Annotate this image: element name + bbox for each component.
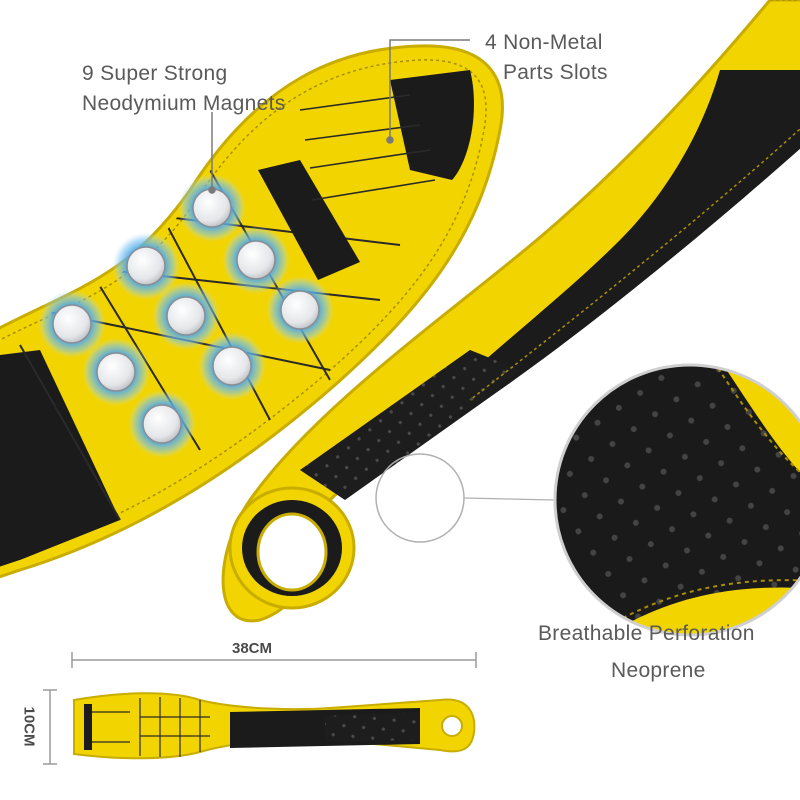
width-label: 10CM [20,706,38,747]
length-label: 38CM [232,640,273,657]
wristband-flat-view [73,692,476,760]
magnet [82,338,150,406]
slots-callout-line2: Parts Slots [503,61,608,84]
magnet [222,226,290,294]
slots-leader-line [389,39,470,140]
perforation-callout-line1: Breathable Perforation [538,622,755,645]
magnet [178,174,246,242]
magnets-leader-dot [208,186,216,194]
magnet [152,282,220,350]
magnet [38,290,106,358]
magnet [266,276,334,344]
dimension-diagram [43,652,477,765]
perforation-zoom [375,363,800,637]
magnets-callout-line2: Neodymium Magnets [82,92,286,115]
wristband-magnet-panel [0,44,504,580]
magnet [112,232,180,300]
magnet [128,390,196,458]
magnet-group [38,174,334,458]
wristband-strap [221,0,800,623]
magnets-callout-line1: 9 Super Strong [82,62,228,85]
magnet [198,332,266,400]
slots-callout-line1: 4 Non-Metal [485,31,603,54]
callout-leaders [208,39,470,194]
perforation-callout-line2: Neoprene [611,659,706,682]
slots-leader-dot [386,136,394,144]
